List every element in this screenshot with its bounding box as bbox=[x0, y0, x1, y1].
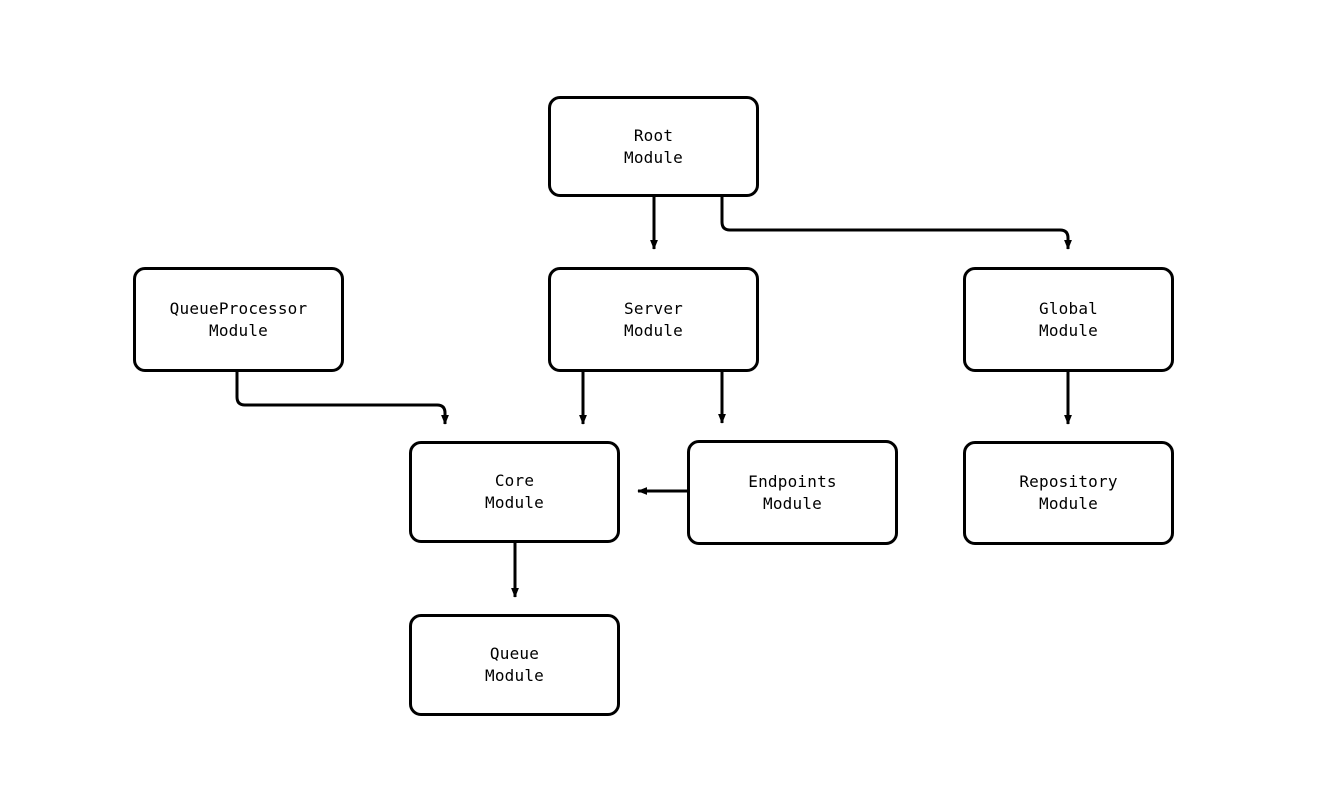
node-root-label-line1: Root bbox=[633, 125, 674, 145]
node-server-label-line2: Module bbox=[624, 320, 683, 340]
node-endpoints-label-line2: Module bbox=[763, 493, 822, 513]
node-root[interactable]: Root Module bbox=[548, 96, 759, 197]
node-core-label-line1: Core bbox=[494, 471, 535, 490]
node-queue-label-line2: Module bbox=[485, 666, 544, 685]
node-core-label-line2: Module bbox=[485, 493, 544, 512]
node-repository-label-line1: Repository bbox=[1019, 472, 1118, 491]
node-endpoints-label-line1: Endpoints bbox=[748, 471, 837, 491]
node-global-label-line2: Module bbox=[1039, 320, 1098, 340]
node-queueprocessor[interactable]: QueueProcessor Module bbox=[133, 267, 344, 372]
node-server-label-line1: Server bbox=[624, 298, 683, 318]
edge-queueprocessor-core bbox=[235, 372, 449, 425]
node-queueprocessor-label-line2: Module bbox=[209, 320, 268, 340]
node-global[interactable]: Global Module bbox=[963, 267, 1174, 372]
node-server[interactable]: Server Module bbox=[548, 267, 759, 372]
node-repository[interactable]: Repository Module bbox=[963, 441, 1174, 545]
node-queue-label-line1: Queue bbox=[489, 644, 540, 663]
node-core[interactable]: Core Module bbox=[409, 441, 620, 543]
node-global-label-line1: Global bbox=[1039, 298, 1098, 318]
node-root-label-line2: Module bbox=[624, 147, 683, 167]
node-endpoints[interactable]: Endpoints Module bbox=[687, 440, 898, 545]
node-repository-label-line2: Module bbox=[1039, 494, 1098, 513]
edge-root-global bbox=[720, 197, 1072, 250]
node-queueprocessor-label-line1: QueueProcessor bbox=[169, 298, 308, 318]
node-queue[interactable]: Queue Module bbox=[409, 614, 620, 716]
